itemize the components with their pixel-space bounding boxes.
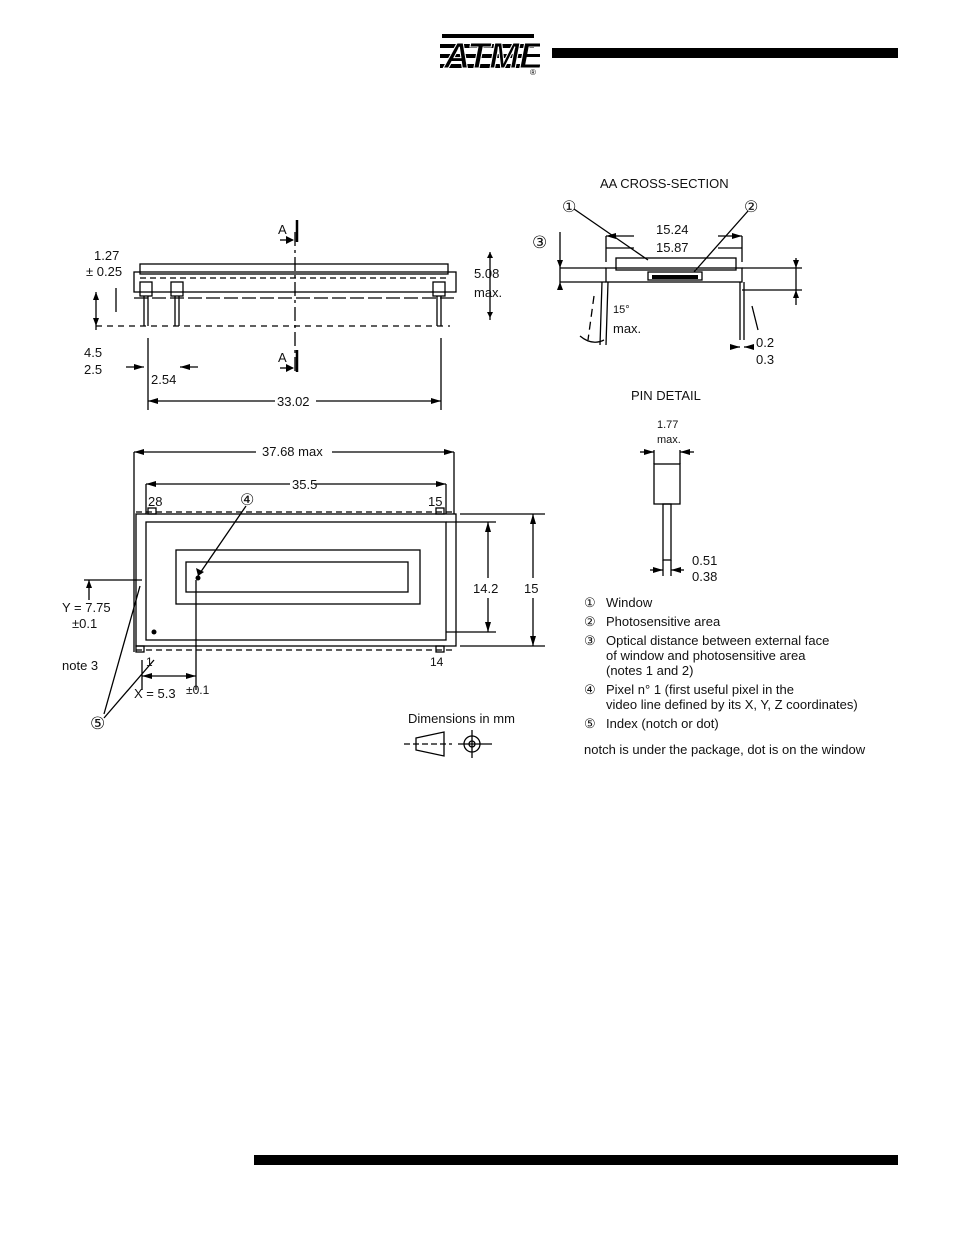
pin-28-label: 28 xyxy=(148,494,163,509)
legend-text: Window xyxy=(606,595,653,610)
dim-0-38: 0.38 xyxy=(692,569,718,584)
section-a-top: A xyxy=(278,222,287,237)
legend-num: ② xyxy=(584,614,596,629)
legend-text-2: of window and photosensitive area xyxy=(606,648,806,663)
legend-text: Pixel n° 1 (first useful pixel in the xyxy=(606,682,795,697)
legend-text-3: (notes 1 and 2) xyxy=(606,663,694,678)
y-tolerance: ±0.1 xyxy=(72,616,98,631)
dim-1-77: 1.77 xyxy=(657,419,679,431)
x-coordinate: X = 5.3 xyxy=(134,686,176,701)
dim-1-27: 1.27 xyxy=(94,248,120,263)
dim-2-5: 2.5 xyxy=(84,362,103,377)
footer-rule xyxy=(254,1155,898,1165)
cross-section-title: AA CROSS-SECTION xyxy=(600,176,729,191)
pin-14-label: 14 xyxy=(430,655,444,669)
legend-item: ① Window xyxy=(584,595,904,610)
legend-text: Photosensitive area xyxy=(606,614,721,629)
pin-detail xyxy=(640,450,694,576)
dim-2-54: 2.54 xyxy=(151,372,177,387)
callout-5: ⑤ xyxy=(90,714,106,733)
dim-15: 15 xyxy=(524,581,539,596)
dim-37-68: 37.68 max xyxy=(262,444,323,459)
legend-item: ③ Optical distance between external face… xyxy=(584,633,904,678)
pin-15-label: 15 xyxy=(428,494,443,509)
note-3-label: note 3 xyxy=(62,658,99,673)
dim-tol-025: ± 0.25 xyxy=(86,264,123,279)
top-view xyxy=(84,451,545,719)
legend-text-2: video line defined by its X, Y, Z coordi… xyxy=(606,697,858,712)
dim-max-pin: max. xyxy=(657,434,681,446)
legend-item: ④ Pixel n° 1 (first useful pixel in the … xyxy=(584,682,904,712)
callout-3: ③ xyxy=(532,233,548,252)
legend-text: Index (notch or dot) xyxy=(606,716,719,731)
cross-section xyxy=(559,208,802,348)
callout-2: ② xyxy=(744,199,759,216)
projection-symbol xyxy=(404,730,492,758)
legend-text: Optical distance between external face xyxy=(606,633,830,648)
dim-max-angle: max. xyxy=(613,321,642,336)
dim-15-87: 15.87 xyxy=(656,240,689,255)
legend-item: ⑤ Index (notch or dot) xyxy=(584,716,904,731)
dimensions-note: Dimensions in mm xyxy=(408,711,515,726)
legend-num: ① xyxy=(584,595,596,610)
dim-15-24: 15.24 xyxy=(656,222,689,237)
y-coordinate: Y = 7.75 xyxy=(62,600,111,615)
section-a-bottom: A xyxy=(278,350,287,365)
legend-num: ④ xyxy=(584,682,596,697)
header-rule xyxy=(552,48,898,58)
dim-35-5: 35.5 xyxy=(292,477,318,492)
dim-0-51: 0.51 xyxy=(692,553,718,568)
pin-detail-title: PIN DETAIL xyxy=(631,388,701,403)
legend-item: ② Photosensitive area xyxy=(584,614,904,629)
dim-5-08: 5.08 xyxy=(474,266,500,281)
footnote: notch is under the package, dot is on th… xyxy=(584,742,866,757)
callout-1: ① xyxy=(562,199,577,216)
registered-mark: ® xyxy=(530,68,536,76)
legend-num: ⑤ xyxy=(584,716,596,731)
pin-1-label: 1 xyxy=(146,655,153,669)
dim-0-2: 0.2 xyxy=(756,335,775,350)
dim-14-2: 14.2 xyxy=(473,581,499,596)
x-tolerance: ±0.1 xyxy=(186,683,210,697)
dim-33-02: 33.02 xyxy=(277,394,310,409)
dim-15-deg: 15° xyxy=(613,304,630,316)
dim-0-3: 0.3 xyxy=(756,352,775,367)
dim-max-label: max. xyxy=(474,285,503,300)
dim-4-5: 4.5 xyxy=(84,345,103,360)
callout-4: ④ xyxy=(240,492,255,509)
legend-num: ③ xyxy=(584,633,596,648)
side-view xyxy=(95,220,491,410)
legend: ① Window ② Photosensitive area ③ Optical… xyxy=(584,595,904,735)
